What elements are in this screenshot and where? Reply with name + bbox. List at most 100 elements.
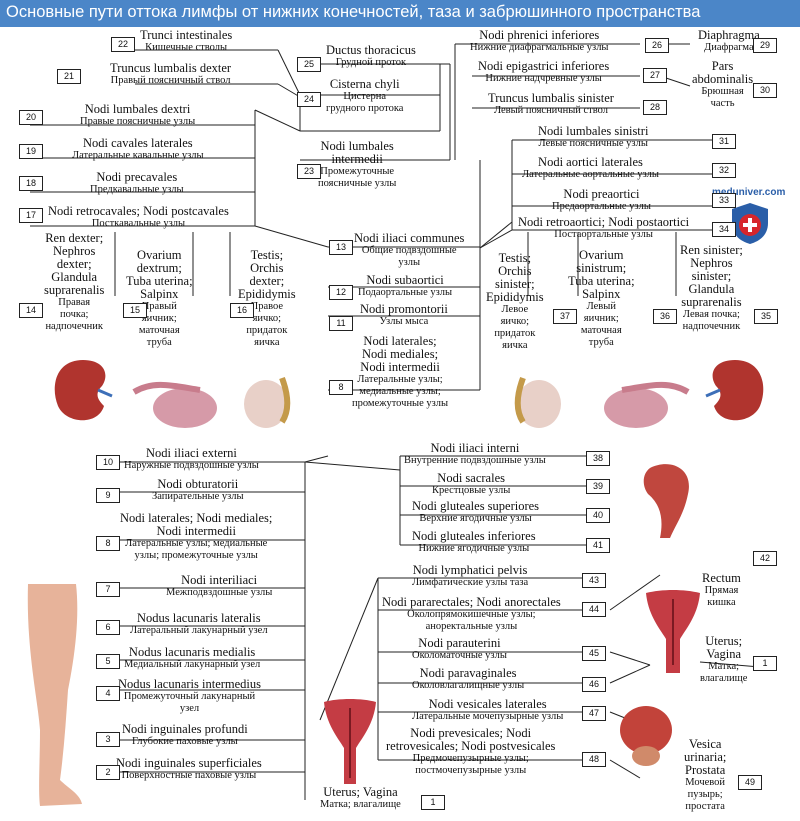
number-box: 17 xyxy=(19,208,43,223)
latin-label: Nodi inguinales superficiales xyxy=(116,756,262,770)
latin-label: Ductus thoracicus xyxy=(326,43,416,57)
russian-label: Межподвздошные узлы xyxy=(166,587,273,598)
number-box: 38 xyxy=(586,451,610,466)
number-box: 23 xyxy=(297,164,321,179)
latin-label: Nodi obturatorii xyxy=(157,477,239,491)
number-box: 20 xyxy=(19,110,43,125)
number-box: 27 xyxy=(643,68,667,83)
russian-label: Лимфатические узлы таза xyxy=(412,577,529,588)
number-box: 46 xyxy=(582,677,606,692)
number-box: 1 xyxy=(421,795,445,810)
latin-label: Nodi paravaginales xyxy=(419,666,517,680)
uterus-icon xyxy=(646,590,700,673)
page-title: Основные пути оттока лимфы от нижних кон… xyxy=(6,3,701,21)
russian-label: Кишечные стволы xyxy=(145,42,228,53)
latin-label: Nodi precavales xyxy=(96,170,178,184)
latin-label: Nodi preaortici xyxy=(563,187,640,201)
latin-label: Nodi pararectales; Nodi anorectales xyxy=(382,595,561,609)
latin-label: Nodi interiliaci xyxy=(181,573,258,587)
russian-label: Нижние диафрагмальные узлы xyxy=(470,42,609,53)
number-box: 14 xyxy=(19,303,43,318)
number-box: 1 xyxy=(753,656,777,671)
ovary-right-icon xyxy=(132,381,217,428)
russian-label: Латеральные узлы;медиальные узлы;промежу… xyxy=(352,374,449,409)
medical-shield-icon xyxy=(732,203,768,244)
russian-label: Внутренние подвздошные узлы xyxy=(404,455,546,466)
russian-label: Латеральные мочепузырные узлы xyxy=(412,711,564,722)
latin-label: Nodi iliaci externi xyxy=(145,446,237,460)
number-box: 24 xyxy=(297,92,321,107)
russian-label: Латеральные кавальные узлы xyxy=(72,150,204,161)
number-box: 19 xyxy=(19,144,43,159)
logo-text: meduniver.com xyxy=(712,187,786,198)
russian-label: Левый поясничный ствол xyxy=(493,105,608,116)
latin-label: Nodi sacrales xyxy=(437,471,505,485)
latin-label: Trunci intestinales xyxy=(140,28,233,42)
uterus-small-icon xyxy=(324,699,376,784)
russian-label: Левые поясничные узлы xyxy=(538,138,648,149)
russian-label: Нижние надчревные узлы xyxy=(485,73,602,84)
number-box: 47 xyxy=(582,706,606,721)
testis-left-icon xyxy=(514,376,561,428)
russian-label: Правый поясничный ствол xyxy=(110,75,231,86)
russian-label: Наружные подвздошные узлы xyxy=(124,460,259,471)
latin-label: Uterus; Vagina xyxy=(323,785,398,799)
number-box: 21 xyxy=(57,69,81,84)
latin-label: Nodi aortici laterales xyxy=(538,155,643,169)
latin-label: Nodi cavales laterales xyxy=(82,136,193,150)
latin-label: Nodus lacunaris medialis xyxy=(128,645,256,659)
latin-label: Nodi inguinales profundi xyxy=(122,722,248,736)
number-box: 44 xyxy=(582,602,606,617)
latin-label: Nodus lacunaris lateralis xyxy=(136,611,261,625)
number-box: 3 xyxy=(96,732,120,747)
number-box: 28 xyxy=(643,100,667,115)
number-box: 13 xyxy=(329,240,353,255)
number-box: 37 xyxy=(553,309,577,324)
number-box: 7 xyxy=(96,582,120,597)
node-group-nodi-laterales: Nodi laterales;Nodi mediales;Nodi interm… xyxy=(352,335,448,410)
latin-label: Rectum xyxy=(702,571,741,585)
russian-label: Глубокие паховые узлы xyxy=(132,736,238,747)
number-box: 2 xyxy=(96,765,120,780)
number-box: 8 xyxy=(96,536,120,551)
russian-label: Правые поясничные узлы xyxy=(80,116,196,127)
russian-label: Подаортальные узлы xyxy=(358,287,453,298)
rectum-icon xyxy=(643,464,689,538)
latin-label: Nodi laterales;Nodi mediales;Nodi interm… xyxy=(360,334,440,374)
number-box: 39 xyxy=(586,479,610,494)
number-box: 40 xyxy=(586,508,610,523)
testis-right-icon xyxy=(244,376,291,428)
number-box: 6 xyxy=(96,620,120,635)
russian-label: Грудной проток xyxy=(335,57,407,68)
russian-label: Предмочепузырные узлы;постмочепузырные у… xyxy=(412,753,529,776)
number-box: 33 xyxy=(712,193,736,208)
latin-label: Nodi retrocavales; Nodi postcavales xyxy=(48,204,229,218)
